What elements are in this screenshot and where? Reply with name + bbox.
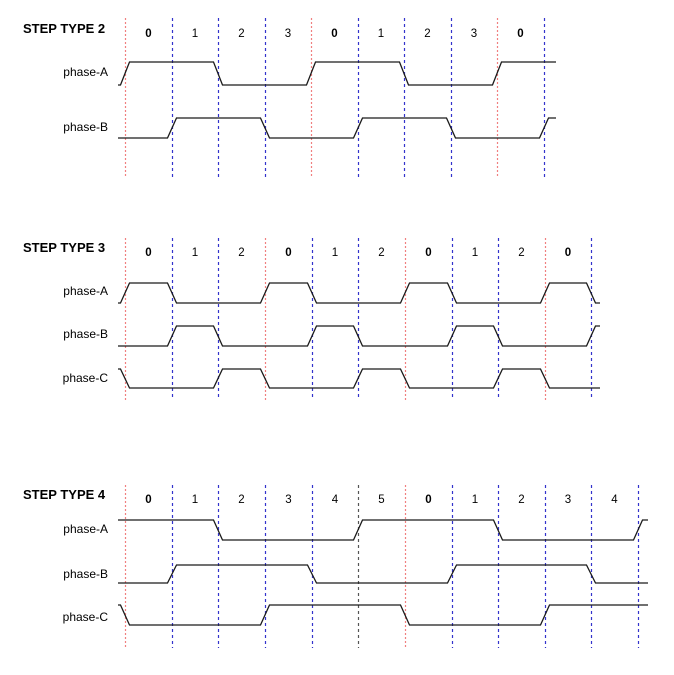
- step-number: 1: [378, 28, 384, 40]
- step-number: 1: [192, 494, 198, 506]
- section-step-type-3: STEP TYPE 3 0 1 2 0 1 2 0 1 2 0 phase-A phase-B phase…: [23, 238, 600, 400]
- step-number: 2: [238, 494, 244, 506]
- step-number: 2: [238, 247, 244, 259]
- waveform-phase-A: [118, 282, 600, 304]
- step-number: 0: [425, 247, 431, 259]
- phase-label: phase-C: [63, 610, 109, 624]
- step-number: 1: [472, 247, 478, 259]
- step-number: 3: [565, 494, 571, 506]
- step-number: 5: [378, 494, 384, 506]
- step-number: 0: [285, 247, 291, 259]
- step-number: 2: [378, 247, 384, 259]
- section-title: STEP TYPE 4: [23, 487, 106, 502]
- section-step-type-4: STEP TYPE 4 0 1 2 3 4 5 0 1 2 3 4 phase-A phase-B phas…: [23, 485, 648, 648]
- phase-label: phase-B: [63, 327, 108, 341]
- step-number: 1: [472, 494, 478, 506]
- step-number: 0: [145, 247, 151, 259]
- step-number: 0: [565, 247, 571, 259]
- step-number: 1: [192, 247, 198, 259]
- step-number: 0: [145, 494, 151, 506]
- waveform-phase-C: [118, 604, 648, 626]
- step-number: 0: [517, 28, 523, 40]
- phase-label: phase-A: [63, 522, 108, 536]
- phase-label: phase-C: [63, 371, 109, 385]
- step-number: 2: [238, 28, 244, 40]
- step-number: 0: [425, 494, 431, 506]
- phase-label: phase-A: [63, 284, 108, 298]
- section-title: STEP TYPE 3: [23, 240, 105, 255]
- phase-label: phase-B: [63, 120, 108, 134]
- step-number: 0: [145, 28, 151, 40]
- step-number: 1: [192, 28, 198, 40]
- step-number: 1: [332, 247, 338, 259]
- waveform-phase-A: [118, 519, 648, 541]
- step-number: 0: [331, 28, 337, 40]
- step-number: 2: [518, 247, 524, 259]
- waveform-phase-A: [118, 61, 556, 86]
- section-step-type-2: STEP TYPE 2 0 1 2 3 0 1 2 3 0 phase-A phase-B: [23, 18, 556, 178]
- step-number: 4: [611, 494, 618, 506]
- step-number: 3: [285, 28, 291, 40]
- phase-label: phase-B: [63, 567, 108, 581]
- step-number: 2: [518, 494, 524, 506]
- phase-label: phase-A: [63, 65, 108, 79]
- waveform-phase-B: [118, 117, 556, 139]
- step-number: 3: [471, 28, 477, 40]
- step-number: 4: [332, 494, 339, 506]
- waveform-phase-B: [118, 564, 648, 584]
- waveform-phase-B: [118, 325, 600, 347]
- section-title: STEP TYPE 2: [23, 21, 105, 36]
- step-number: 3: [285, 494, 291, 506]
- step-number: 2: [424, 28, 430, 40]
- waveform-phase-C: [118, 368, 600, 389]
